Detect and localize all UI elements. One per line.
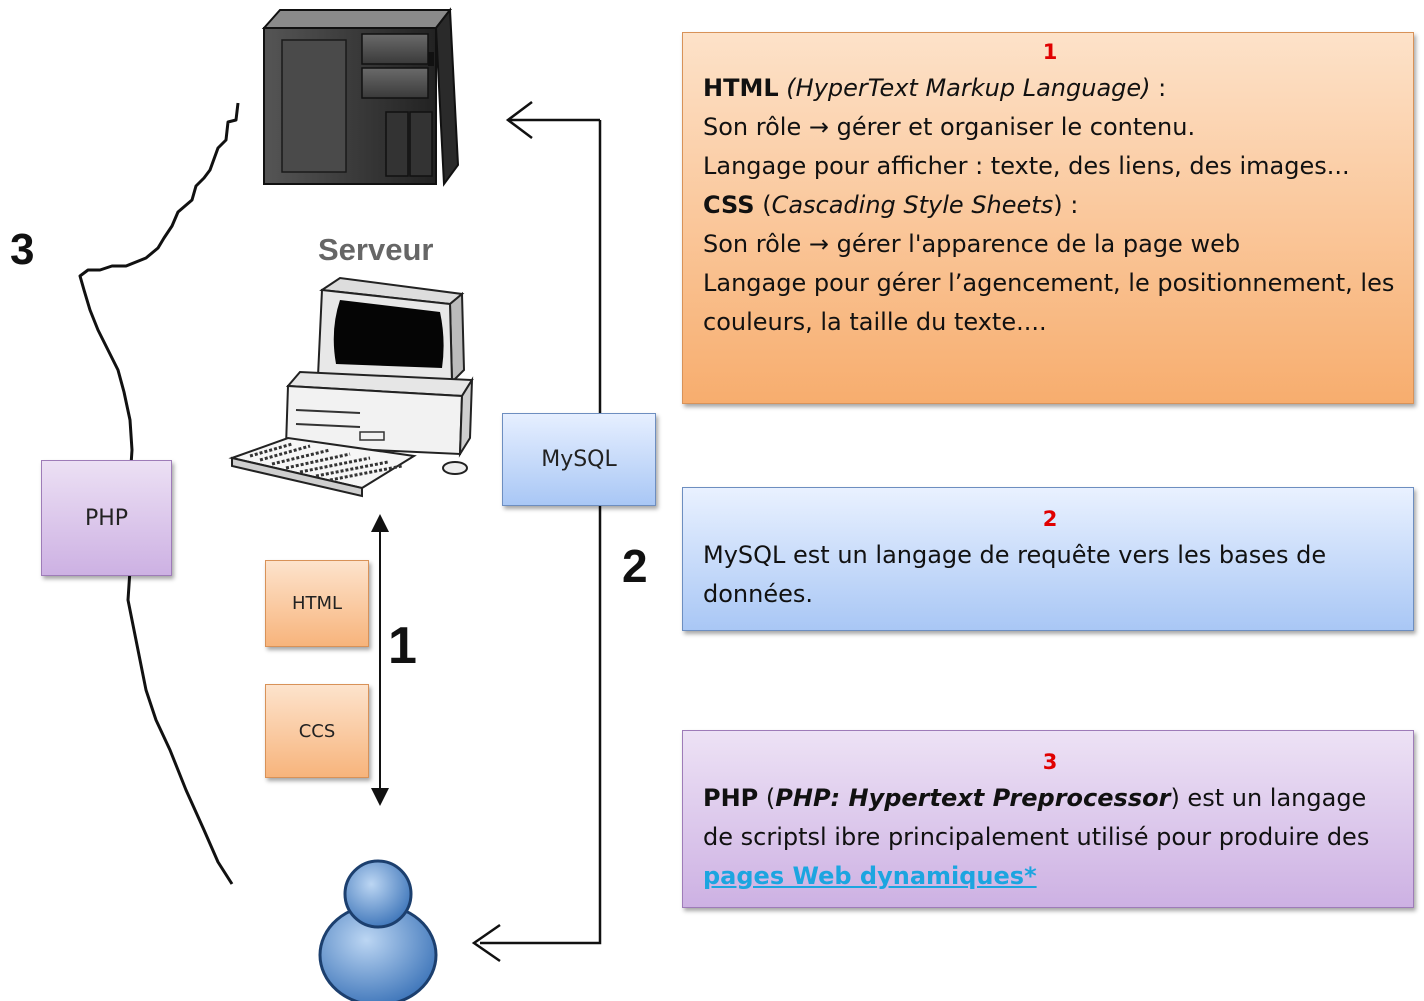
css-heading: CSS (Cascading Style Sheets) :: [703, 186, 1397, 225]
css-description: Langage pour gérer l’agencement, le posi…: [703, 269, 1395, 336]
php-description: PHP (PHP: Hypertext Preprocessor) est un…: [703, 779, 1397, 896]
panel-2-number: 2: [1042, 507, 1058, 531]
step-1-arrow: [371, 514, 389, 806]
css-expansion: Cascading Style Sheets: [771, 191, 1054, 219]
user-icon: [318, 859, 438, 1001]
css-close: ) :: [1053, 191, 1079, 219]
php-term: PHP: [703, 784, 759, 812]
panel-html-css: 1 HTML (HyperText Markup Language) : Son…: [682, 32, 1414, 404]
php-open: (: [758, 784, 776, 812]
step-number-3: 3: [10, 225, 35, 274]
desktop-computer-icon: [228, 276, 474, 498]
panel-mysql: 2 MySQL est un langage de requête vers l…: [682, 487, 1414, 631]
css-term: CSS: [703, 191, 755, 219]
panel-3-number: 3: [1042, 750, 1058, 774]
php-box: PHP: [41, 460, 172, 576]
server-label: Serveur: [318, 232, 434, 267]
css-role: Son rôle → gérer l'apparence de la page …: [703, 230, 1241, 258]
panel-1-number: 1: [1042, 40, 1058, 64]
css-box: CCS: [265, 684, 369, 778]
html-box: HTML: [265, 560, 369, 647]
html-colon: :: [1150, 74, 1167, 102]
php-rest: ) est un langage de scriptsl ibre princi…: [703, 784, 1370, 851]
html-term: HTML: [703, 74, 779, 102]
php-expansion: PHP: Hypertext Preprocessor: [775, 784, 1171, 812]
dynamic-pages-link[interactable]: pages Web dynamiques*: [703, 862, 1037, 890]
html-heading: HTML (HyperText Markup Language) :: [703, 69, 1397, 108]
step-3-curve: [78, 102, 240, 885]
html-expansion: (HyperText Markup Language): [786, 74, 1151, 102]
server-tower-icon: [261, 7, 460, 187]
mysql-box: MySQL: [502, 413, 656, 506]
mysql-description: MySQL est un langage de requête vers les…: [703, 541, 1327, 608]
html-description: Langage pour afficher : texte, des liens…: [703, 152, 1350, 180]
step-number-2: 2: [622, 540, 648, 592]
css-open: (: [754, 191, 772, 219]
html-role: Son rôle → gérer et organiser le contenu…: [703, 113, 1196, 141]
step-2-connector: [471, 101, 602, 963]
step-number-1: 1: [388, 617, 417, 675]
panel-php: 3 PHP (PHP: Hypertext Preprocessor) est …: [682, 730, 1414, 908]
